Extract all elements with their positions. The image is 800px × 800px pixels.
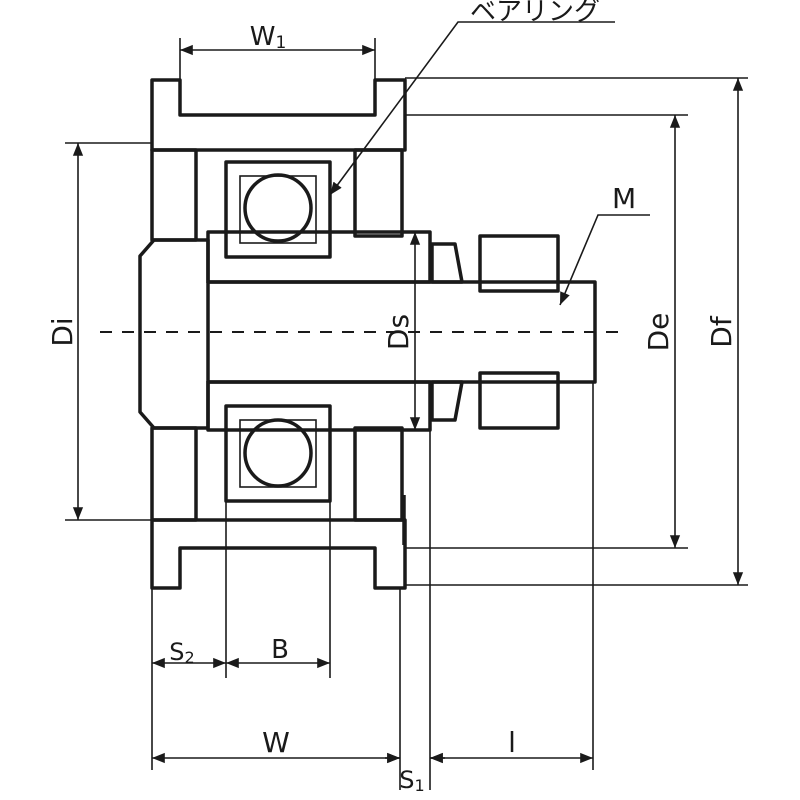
outer-roller-top [150,78,407,152]
bearing-bottom-ball [243,418,313,488]
nut-top [478,234,560,293]
leader-bearing [329,21,615,196]
roller-left-flange-top [150,148,198,242]
label-l: l [508,726,516,759]
leader-m [559,214,650,306]
bearing-top-outer-ring [224,160,332,259]
bearing-top-ball [243,173,313,243]
outer-roller-bottom [150,518,407,590]
bearing-bottom-outer-ring [224,404,332,503]
roller-right-flange-bottom [353,426,404,522]
label-b: B [271,635,289,665]
label-m: M [612,182,636,215]
label-w1: W1 [250,22,287,53]
nut-bottom [478,371,560,430]
label-bearing: ベアリング [470,0,600,27]
label-de: De [642,313,675,352]
label-s1: S1 [399,766,424,795]
label-s2: S2 [169,638,194,667]
label-di: Di [46,317,79,346]
roller-left-flange-bottom [150,426,198,522]
label-ds: Ds [382,314,415,350]
washer-top [430,242,464,284]
washer-bottom [430,380,464,422]
label-w: W [262,726,290,759]
roller-right-flange-top [353,148,404,238]
label-df: Df [705,315,738,348]
